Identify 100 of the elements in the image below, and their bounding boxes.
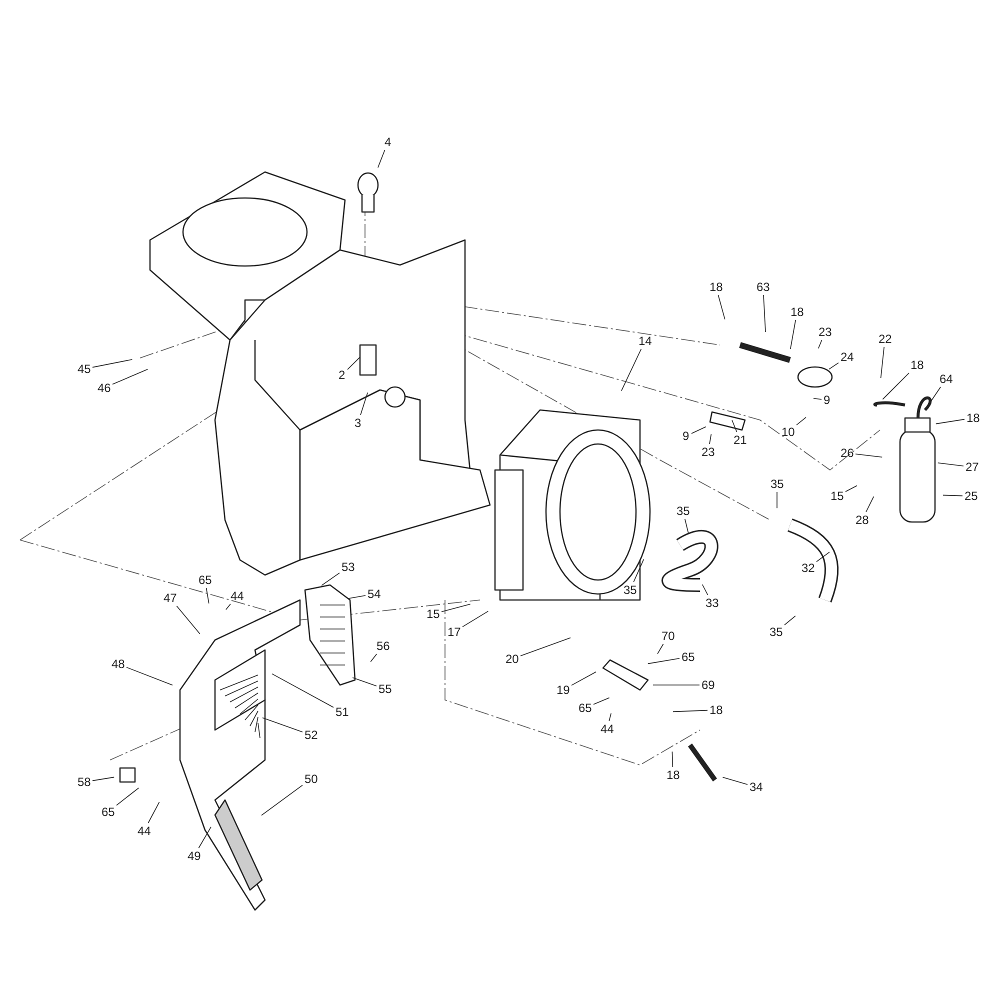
leader-line — [672, 710, 708, 712]
leader-line — [855, 454, 882, 458]
callout-number: 65 — [578, 701, 592, 715]
leader-line — [321, 572, 340, 586]
leader-line — [845, 485, 858, 492]
callout-number: 3 — [354, 416, 362, 430]
callout-number: 21 — [734, 433, 747, 447]
leader-line — [621, 348, 642, 392]
callout-number: 64 — [940, 372, 953, 386]
leader-line — [929, 386, 941, 404]
callout-number: 2 — [338, 368, 346, 382]
leader-line — [176, 606, 200, 634]
leader-line — [112, 368, 148, 385]
leader-line — [784, 616, 796, 626]
callout-number: 9 — [682, 429, 690, 443]
callout-number: 9 — [824, 393, 830, 407]
callout-number: 58 — [78, 775, 91, 789]
callout-number: 45 — [78, 362, 91, 376]
leader-line — [652, 684, 700, 686]
callout-number: 55 — [378, 682, 392, 696]
leader-line — [776, 492, 778, 508]
callout-number: 24 — [840, 350, 854, 364]
leader-line — [272, 673, 334, 708]
callout-number: 46 — [98, 381, 111, 395]
callout-number: 35 — [624, 583, 637, 597]
callout-number: 26 — [840, 446, 854, 460]
callout-number: 32 — [802, 561, 815, 575]
leader-line — [936, 418, 965, 424]
leader-line — [370, 654, 378, 662]
callout-number: 17 — [448, 625, 461, 639]
leader-line — [828, 362, 839, 370]
callout-number: 15 — [830, 489, 844, 503]
leader-line — [126, 666, 173, 686]
leader-line — [92, 359, 133, 368]
leader-line — [633, 558, 644, 582]
callout-number: 48 — [112, 657, 125, 671]
leader-line — [226, 604, 231, 610]
leader-line — [709, 434, 712, 444]
callout-number: 52 — [304, 728, 318, 742]
callout-number: 69 — [702, 678, 715, 692]
leader-line — [796, 416, 806, 426]
callout-number: 27 — [966, 460, 979, 474]
callout-number: 20 — [506, 652, 519, 666]
callout-number: 18 — [710, 280, 723, 294]
callout-number: 4 — [384, 135, 392, 149]
leader-line — [866, 496, 874, 512]
callout-number: 33 — [706, 596, 719, 610]
callout-number: 18 — [966, 411, 980, 425]
callout-number: 18 — [710, 703, 723, 717]
leader-line — [691, 426, 706, 434]
callout-number: 70 — [662, 629, 675, 643]
leader-line — [441, 604, 471, 612]
leader-line — [571, 672, 596, 686]
callout-number: 18 — [790, 305, 804, 319]
leader-line — [722, 776, 748, 785]
callout-number: 47 — [164, 591, 177, 605]
leader-line — [462, 610, 489, 628]
callout-number: 63 — [756, 280, 770, 294]
leader-line — [763, 294, 766, 332]
leader-line — [684, 518, 689, 534]
leader-line — [818, 340, 822, 349]
leader-line — [813, 398, 822, 400]
callout-number: 35 — [676, 504, 690, 518]
leader-line — [702, 584, 708, 596]
leader-line — [116, 788, 140, 806]
callout-number: 35 — [770, 477, 784, 491]
leader-line — [816, 552, 830, 562]
leader-line — [880, 346, 884, 378]
leader-line — [206, 588, 210, 604]
callout-number: 18 — [666, 768, 680, 782]
callout-number: 10 — [782, 425, 795, 439]
callout-number: 54 — [368, 587, 381, 601]
callout-number: 35 — [770, 625, 783, 639]
leader-line — [790, 320, 796, 350]
leader-line — [942, 494, 963, 496]
leader-line — [657, 644, 664, 654]
leader-line — [352, 677, 377, 686]
callout-number: 65 — [198, 573, 212, 587]
callout-number: 23 — [702, 445, 715, 459]
callout-number: 49 — [188, 849, 201, 863]
callout-number: 23 — [818, 325, 832, 339]
leader-line — [378, 150, 386, 168]
callout-number: 44 — [600, 722, 614, 736]
leader-line — [608, 712, 612, 722]
leader-line — [262, 717, 303, 732]
leader-line — [347, 595, 366, 599]
callout-number: 53 — [342, 560, 355, 574]
callout-number: 50 — [304, 772, 318, 786]
leader-line — [882, 372, 910, 400]
leader-line — [261, 784, 303, 816]
leader-line — [938, 462, 964, 466]
leader-line — [672, 751, 674, 768]
callout-number: 44 — [230, 589, 244, 603]
leader-line — [148, 802, 160, 824]
leader-line — [718, 294, 726, 320]
leader-line — [92, 776, 114, 782]
callout-number: 65 — [682, 650, 695, 664]
leader-line — [347, 356, 360, 370]
callout-number: 28 — [856, 513, 869, 527]
leader-line — [648, 658, 680, 664]
